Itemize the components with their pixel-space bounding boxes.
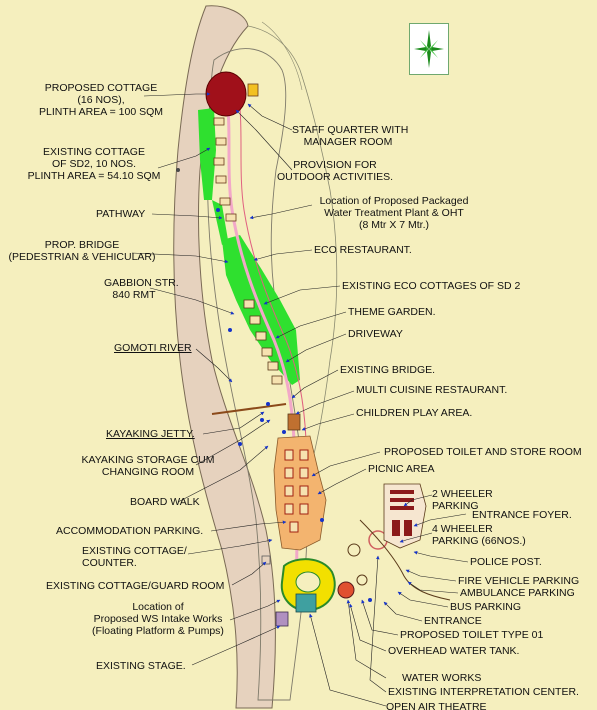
label-existing-cottage-sd2: EXISTING COTTAGE OF SD2, 10 NOS. PLINTH … <box>27 146 161 182</box>
label-kayaking-storage: KAYAKING STORAGE CUM CHANGING ROOM <box>81 454 215 478</box>
label-ambulance: AMBULANCE PARKING <box>460 587 575 599</box>
label-driveway: DRIVEWAY <box>348 328 403 340</box>
label-open-air-theatre: OPEN AIR THEATRE <box>386 701 487 710</box>
label-toilet-store: PROPOSED TOILET AND STORE ROOM <box>384 446 582 458</box>
label-board-walk: BOARD WALK <box>130 496 200 508</box>
label-children-play: CHILDREN PLAY AREA. <box>356 407 473 419</box>
label-prop-bridge: PROP. BRIDGE (PEDESTRIAN & VEHICULAR) <box>8 239 156 263</box>
label-kayaking-jetty: KAYAKING JETTY. <box>106 428 195 440</box>
label-accommodation-parking: ACCOMMODATION PARKING. <box>56 525 204 537</box>
label-existing-cottage-counter: EXISTING COTTAGE/ COUNTER. <box>82 545 187 569</box>
label-gomoti-river: GOMOTI RIVER <box>114 342 192 354</box>
label-pathway: PATHWAY <box>96 208 146 220</box>
label-ws-intake: Location of Proposed WS Intake Works (Fl… <box>92 601 224 637</box>
site-boundary-line <box>247 25 338 471</box>
eco-cottages <box>243 299 283 385</box>
site-boundary-line-2 <box>261 21 303 91</box>
label-four-wheeler: 4 WHEELER PARKING (66NOS.) <box>432 523 526 547</box>
theatre-outline <box>287 413 301 431</box>
label-water-treatment: Location of Proposed Packaged Water Trea… <box>319 195 469 231</box>
label-proposed-cottage: PROPOSED COTTAGE (16 NOS), PLINTH AREA =… <box>38 82 163 118</box>
staff-quarter-oval <box>205 71 247 117</box>
green-zone-strip <box>212 200 228 245</box>
green-zone-north <box>198 108 216 200</box>
existing-stage-block <box>275 611 289 627</box>
pathway-line-2 <box>237 89 307 441</box>
island-outline <box>207 48 308 701</box>
staff-quarter-building <box>247 83 259 97</box>
label-existing-bridge: EXISTING BRIDGE. <box>340 364 436 376</box>
label-two-wheeler: 2 WHEELER PARKING <box>432 488 493 512</box>
roundabout <box>356 574 368 586</box>
label-eco-restaurant: ECO RESTAURANT. <box>314 244 412 256</box>
overhead-water-tank <box>337 581 355 599</box>
label-entrance: ENTRANCE <box>424 615 482 627</box>
label-eco-cottages: EXISTING ECO COTTAGES OF SD 2 <box>342 280 521 292</box>
stage-inner <box>295 571 321 593</box>
picnic-circle <box>347 543 361 557</box>
label-theme-garden: THEME GARDEN. <box>348 306 436 318</box>
leader-lines <box>131 92 469 707</box>
label-existing-stage: EXISTING STAGE. <box>96 660 186 672</box>
label-interpretation: EXISTING INTERPRETATION CENTER. <box>388 686 579 698</box>
site-markers <box>216 208 372 602</box>
label-bus-parking: BUS PARKING <box>450 601 521 613</box>
label-gabbion: GABBION STR. 840 RMT <box>104 277 179 301</box>
parking-blocks <box>390 490 414 536</box>
label-toilet-type: PROPOSED TOILET TYPE 01 <box>400 629 544 641</box>
label-fire-vehicle: FIRE VEHICLE PARKING <box>458 575 580 587</box>
proposed-cottage-blocks <box>213 117 237 222</box>
compass-box <box>409 23 449 75</box>
accommodation-cottages <box>284 449 309 533</box>
well-dot <box>176 168 180 172</box>
label-police-post: POLICE POST. <box>470 556 542 568</box>
water-works-block <box>295 593 317 613</box>
label-existing-cottage-guard: EXISTING COTTAGE/GUARD ROOM <box>46 580 225 592</box>
north-arrow-icon <box>414 30 444 68</box>
label-picnic: PICNIC AREA <box>368 463 435 475</box>
label-water-works: WATER WORKS <box>402 672 482 684</box>
label-staff-quarter: STAFF QUARTER WITH MANAGER ROOM <box>292 124 409 148</box>
kayaking-jetty-line <box>211 403 287 415</box>
label-overhead-tank: OVERHEAD WATER TANK. <box>388 645 520 657</box>
label-multi-cuisine: MULTI CUISINE RESTAURANT. <box>356 384 508 396</box>
label-entrance-foyer: ENTRANCE FOYER. <box>472 509 572 521</box>
entrance-road <box>359 519 451 601</box>
label-outdoor: PROVISION FOR OUTDOOR ACTIVITIES. <box>276 159 394 183</box>
